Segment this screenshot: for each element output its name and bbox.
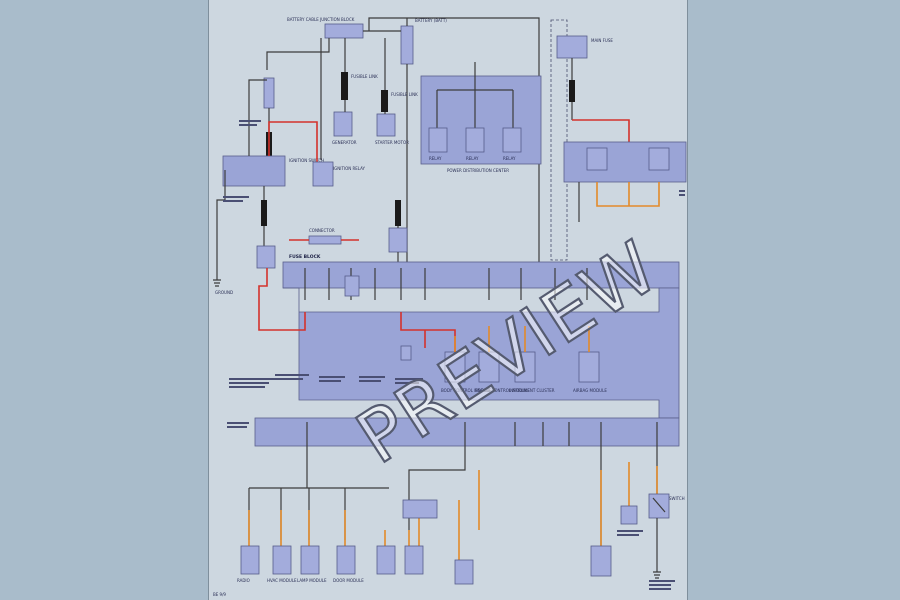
right-relay-b [648, 147, 670, 171]
lower-bar-columns [306, 422, 658, 446]
wire-orange-mid [454, 326, 590, 352]
starter-label: STARTER MOTOR [375, 140, 409, 145]
fuse-block [282, 261, 680, 289]
fusible-link-d [261, 200, 267, 226]
right-switch [648, 493, 670, 519]
wire-red-ign [268, 121, 318, 168]
switch-contact [652, 497, 666, 513]
module-e [240, 545, 260, 575]
module-g-label: LAMP MODULE [297, 578, 327, 583]
module-f-label: HVAC MODULE [267, 578, 297, 583]
pdc-relay-b [465, 127, 485, 153]
wire-orange-right [596, 182, 660, 207]
lower-central-connector [402, 499, 438, 519]
fuse-block-relay [388, 227, 408, 253]
module-d-label: AIRBAG MODULE [573, 388, 607, 393]
module-i [376, 545, 396, 575]
ignition-switch [222, 155, 286, 187]
small-connector-mid [400, 345, 412, 361]
battery [400, 25, 414, 65]
battery-label: BATTERY (BATT) [415, 18, 447, 23]
module-c-label: INSTRUMENT CLUSTER [509, 388, 555, 393]
module-b [478, 351, 500, 383]
wire-red-left-loop [258, 268, 306, 331]
generator-label: GENERATOR [332, 140, 357, 145]
inline-connector [308, 235, 342, 245]
wiring-diagram: BATTERY CABLE JUNCTION BLOCK BATTERY (BA… [213, 17, 687, 597]
relay-c-label: RELAY [503, 156, 516, 161]
battery-cable-label: BATTERY CABLE JUNCTION BLOCK [287, 17, 355, 22]
wire-orange-lower-right [600, 462, 658, 546]
fuse-a-label: FUSIBLE LINK [351, 74, 378, 79]
battery-junction-block [324, 23, 364, 39]
wire-ign-left-down [216, 170, 226, 280]
fusible-link-b [381, 90, 388, 112]
starter-relay [312, 161, 334, 187]
annotation-lines [223, 120, 685, 590]
wire-red-right [572, 119, 630, 142]
main-fuse-label: MAIN FUSE [591, 38, 613, 43]
module-l [590, 545, 612, 577]
wire-orange-lower-left [248, 510, 346, 546]
footer-label: BE 9/9 [213, 592, 226, 597]
module-e-label: RADIO [237, 578, 250, 583]
module-c [514, 351, 536, 383]
wire-pdc-bus [436, 62, 514, 128]
ignition-relay-label: IGNITION RELAY [333, 166, 366, 171]
pdc-label: POWER DISTRIBUTION CENTER [447, 168, 509, 173]
right-dashed-feed [550, 19, 568, 261]
starter-motor [376, 113, 396, 137]
module-k [454, 559, 474, 585]
fuse-block-label: FUSE BLOCK [289, 254, 321, 260]
wire-left-feed [266, 38, 330, 70]
wire-ign-feed [248, 79, 267, 156]
wire-lower-left-bus [248, 446, 389, 540]
small-module-right [620, 505, 638, 525]
module-h-label: DOOR MODULE [333, 578, 364, 583]
small-module-left [256, 245, 276, 269]
ground-symbol-left [213, 279, 221, 287]
pdc-relay-c [502, 127, 522, 153]
connector-label: CONNECTOR [309, 228, 335, 233]
fuse-b-label: FUSIBLE LINK [391, 92, 418, 97]
schematic-sheet: BATTERY CABLE JUNCTION BLOCK BATTERY (BA… [208, 0, 688, 600]
module-j [404, 545, 424, 575]
module-h [336, 545, 356, 575]
switch-label: SWITCH [669, 496, 685, 501]
fusible-link-a [341, 72, 348, 100]
ground-symbol-right [653, 571, 661, 579]
module-a [444, 351, 466, 383]
ignition-label: IGNITION SWITCH [289, 158, 324, 163]
device-left-top [263, 77, 275, 109]
internal-relay [344, 275, 360, 297]
fusible-link-f [569, 80, 575, 102]
module-a-label: BODY CONTROL MODULE [441, 388, 492, 393]
fusible-link-e [395, 200, 401, 226]
module-d [578, 351, 600, 383]
right-relay-a [586, 147, 608, 171]
pdc-relay-a [428, 127, 448, 153]
generator [333, 111, 353, 137]
ground-label: GROUND [215, 290, 233, 295]
relay-a-label: RELAY [429, 156, 442, 161]
relay-b-label: RELAY [466, 156, 479, 161]
module-b-label: ENGINE CONTROL MODULE [475, 388, 530, 393]
lower-module-bar [254, 417, 680, 447]
module-f [272, 545, 292, 575]
wire-orange-lower-center [384, 470, 480, 560]
main-fuse [556, 35, 588, 59]
module-g [300, 545, 320, 575]
